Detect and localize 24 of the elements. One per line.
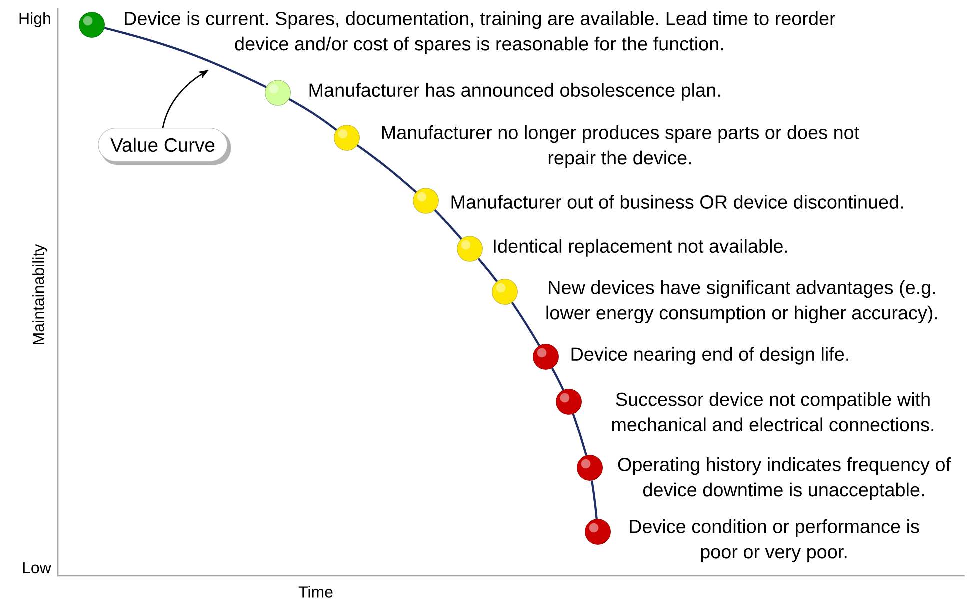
stage-description: Device is current. Spares, documentation, training are available. Lead time to reorder device and/or cost of spares is reasonable for the function.: [125, 12, 836, 54]
value-curve: [591, 480, 598, 520]
value-curve: [288, 98, 338, 132]
value-curve: [511, 302, 540, 346]
stage-description: Manufacturer out of business OR device discontinued.: [452, 195, 904, 209]
axis-label: Time: [298, 586, 333, 598]
value-curve: [104, 27, 267, 88]
value-curve: [478, 258, 498, 282]
stage-description: Device nearing end of design life.: [572, 347, 848, 365]
stage-description: New devices have significant advantages (e.g. lower energy consumption or higher accuracy).: [546, 280, 938, 324]
stage-description: Identical replacement not available.: [494, 239, 788, 257]
stage-description: Device condition or performance is poor or very poor.: [630, 520, 920, 562]
axis-label: Low: [23, 562, 52, 574]
value-curve: [434, 209, 462, 240]
axis-label: High: [20, 12, 50, 28]
value-curve: [572, 414, 588, 456]
stage-description: Operating history indicates frequency of device downtime is unacceptable.: [618, 458, 952, 500]
value-curve: [356, 144, 418, 194]
value-curve: [551, 368, 564, 391]
stage-description: Successor device not compatible with mechanical and electrical connections.: [612, 392, 934, 432]
callout-box: Value Curve: [98, 128, 231, 165]
axis-label: Maintainability: [32, 244, 48, 344]
stage-description: Manufacturer no longer produces spare parts or does not repair the device.: [382, 126, 860, 168]
stage-description: Manufacturer has announced obsolescence plan.: [310, 83, 720, 101]
